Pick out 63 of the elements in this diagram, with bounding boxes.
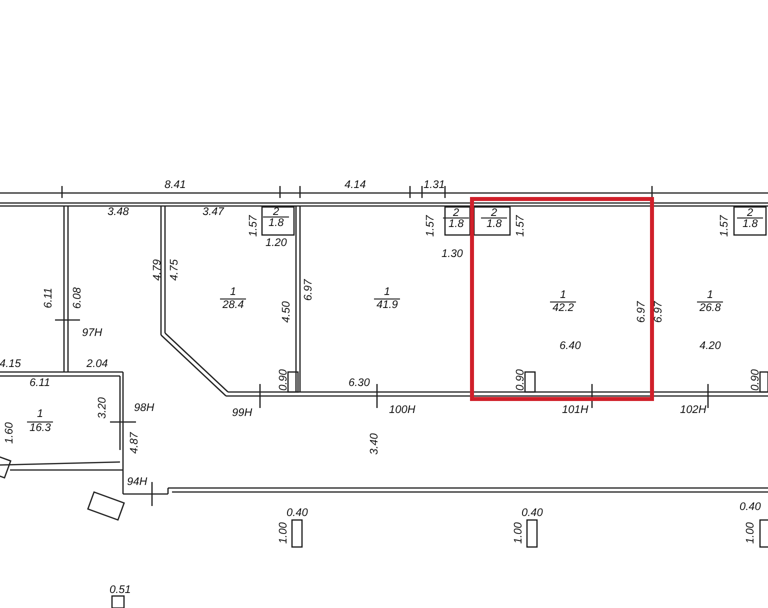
dimension-label: 4.79 [151,259,164,281]
dimension-label: 3.47 [202,206,224,218]
room-area: 41.9 [376,299,398,311]
dimension-label: 1.30 [442,248,463,260]
room-number: 2 [747,207,754,219]
room-area: 1.8 [742,218,758,230]
dimension-label: 1.20 [266,237,287,249]
dimension-label: 3.48 [108,206,129,218]
dimension-label: 6.11 [30,377,50,389]
dimension-label: 3.40 [368,433,380,455]
dimension-label: 1.31 [424,179,445,191]
room-number: 1 [230,286,236,298]
dimension-label: 8.41 [164,179,186,191]
dimension-label: 1.00 [277,522,290,544]
dimension-label: 0.40 [286,507,308,519]
dimension-label: 4.14 [344,179,366,191]
room-area: 28.4 [222,299,244,311]
dimension-label: 3.20 [96,397,108,419]
dimension-label: 0.90 [514,369,526,391]
dimension-label: 1.57 [424,215,436,237]
unit-number: 102Н [680,404,706,416]
dimension-label: 6.30 [348,377,370,389]
dimension-label: 0.40 [740,501,761,513]
dimension-label: 1.57 [514,215,526,237]
unit-number: 94Н [127,476,148,488]
room-number: 1 [384,286,390,298]
dimension-label: 1.57 [718,215,730,237]
room-number: 2 [273,206,280,218]
dimension-label: 4.87 [128,432,140,454]
dimension-label: 0.51 [110,584,131,596]
room-area: 1.8 [268,217,284,229]
unit-number: 99Н [232,407,252,419]
dimension-label: 1.60 [3,422,16,444]
dimension-label: 4.20 [700,340,721,352]
unit-number: 101Н [562,404,588,416]
dimension-label: 6.40 [560,340,581,352]
dimension-label: 6.97 [302,279,314,301]
room-area: 1.8 [448,218,464,230]
room-area: 42.2 [552,302,574,314]
dimension-label: 0.40 [522,507,543,519]
dimension-label: 6.08 [71,287,84,309]
dimension-label: 0.90 [749,369,762,391]
dimension-label: 6.97 [652,301,664,323]
room-area: 1.8 [486,218,502,230]
room-area: 16.3 [30,422,51,434]
room-number: 1 [560,289,566,301]
room-number: 1 [37,408,44,420]
dimension-label: 1.57 [247,215,260,237]
unit-number: 98Н [134,402,154,414]
dimension-label: 1.00 [744,522,756,544]
room-number: 1 [707,289,714,301]
dimension-label: 0.90 [277,369,290,391]
room-number: 2 [453,207,460,219]
dimension-label: 2.04 [86,358,108,370]
unit-number: 100Н [389,404,416,416]
dimension-label: 1.00 [512,522,524,544]
room-number: 2 [491,207,498,219]
dimension-label: 4.75 [168,259,180,281]
dimension-label: 6.11 [42,288,54,308]
dimension-label: 4.50 [280,301,292,323]
room-area: 26.8 [700,302,721,314]
unit-number: 97Н [82,327,102,339]
dimension-label: 6.97 [635,301,648,323]
